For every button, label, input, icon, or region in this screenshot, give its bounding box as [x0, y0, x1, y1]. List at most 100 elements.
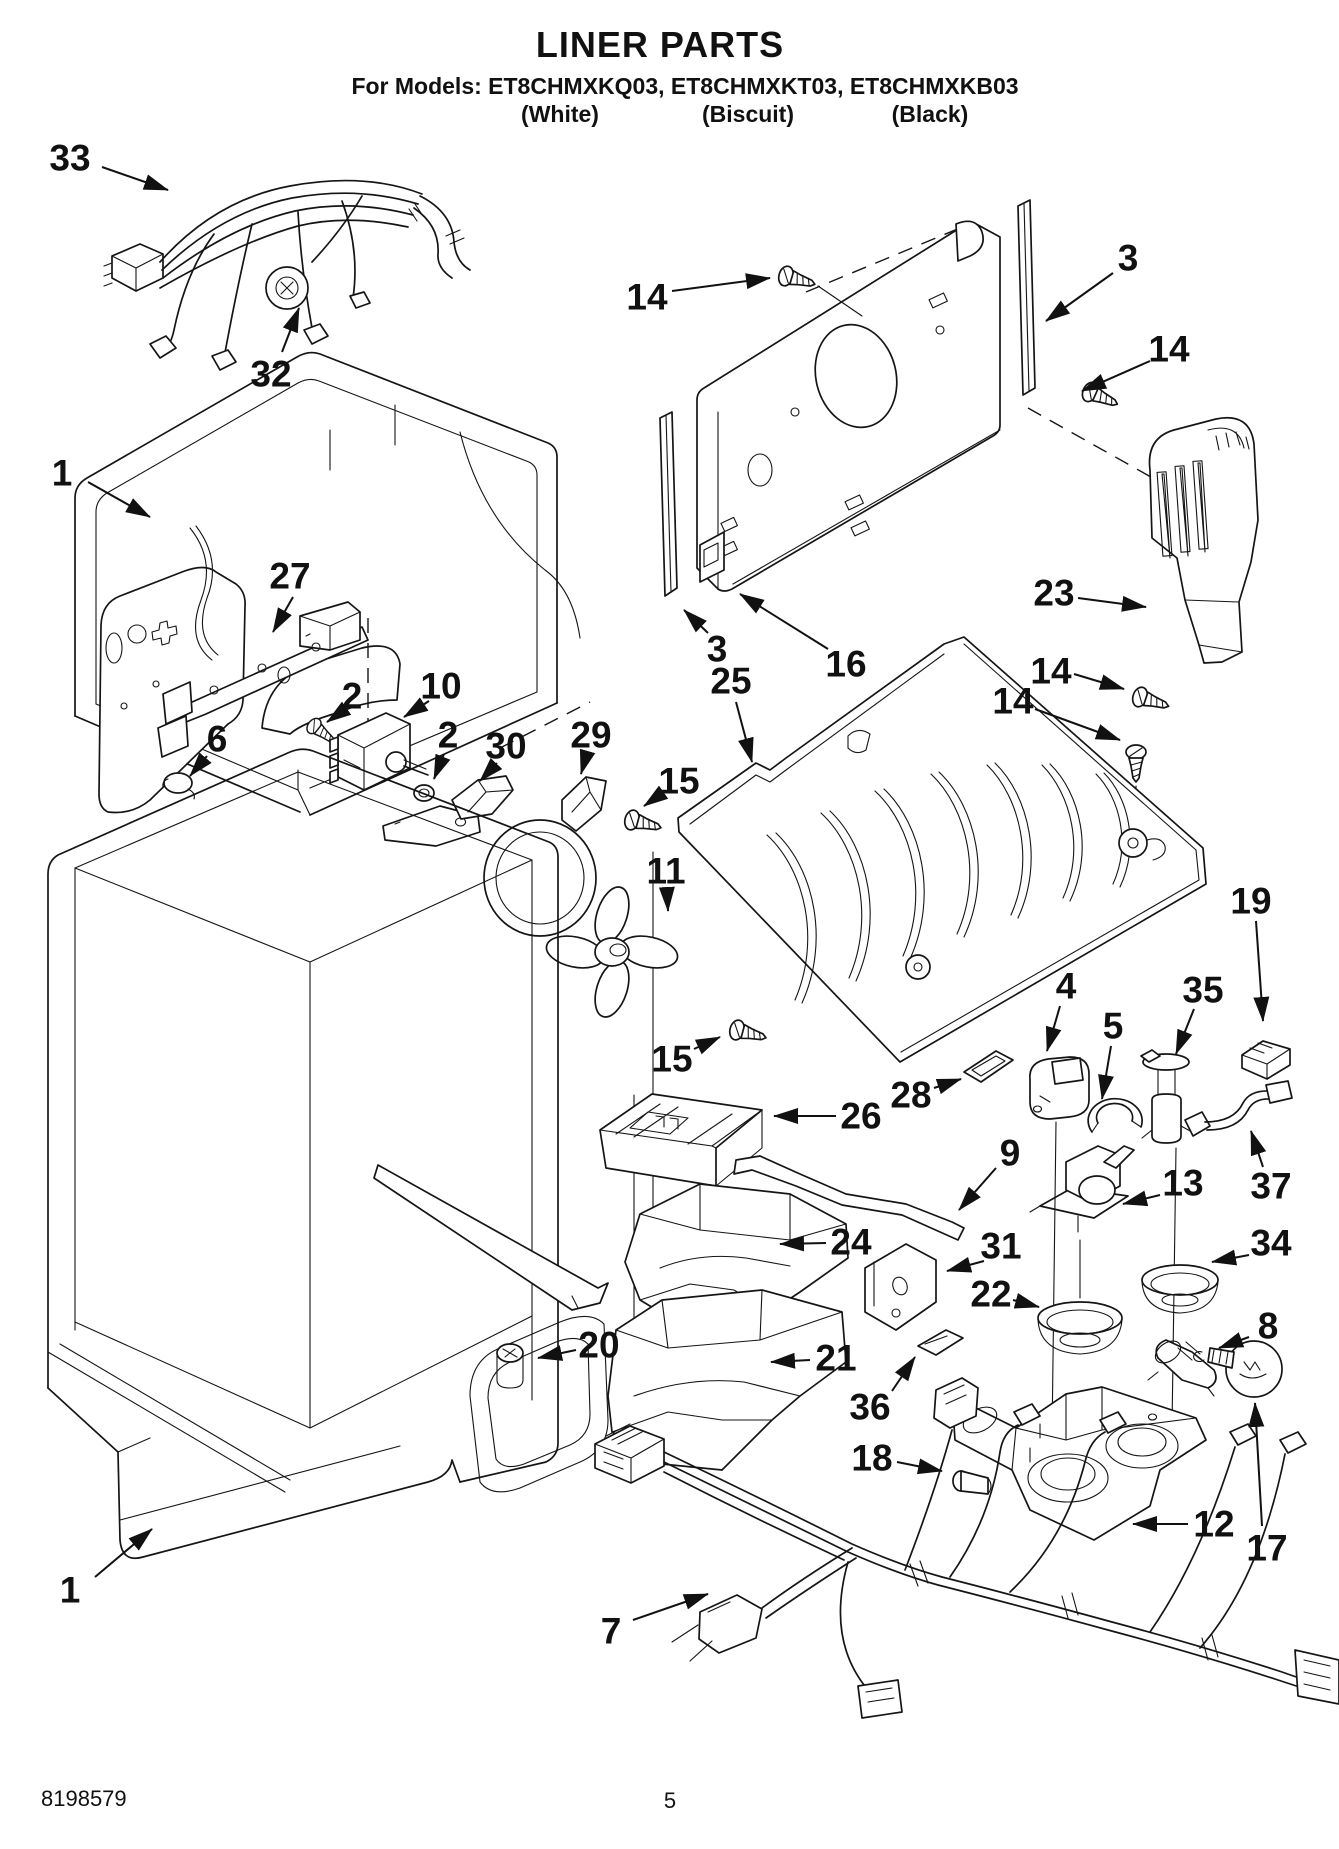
- callout-number: 16: [825, 644, 866, 685]
- callout-part-14-12: 14: [1081, 329, 1190, 392]
- callout-arrow: [693, 1036, 721, 1055]
- callout-arrow: [94, 1528, 153, 1578]
- refrigerator-liner-drawing: [47, 748, 609, 1560]
- models-line: For Models: ET8CHMXKQ03, ET8CHMXKT03, ET…: [351, 73, 1019, 99]
- callout-part-13-30: 13: [1122, 1163, 1204, 1207]
- callout-number: 20: [578, 1325, 619, 1366]
- callout-number: 28: [890, 1075, 931, 1116]
- callout-arrow: [632, 1593, 709, 1621]
- callout-arrow: [1250, 1130, 1267, 1168]
- page-title: LINER PARTS: [535, 24, 785, 65]
- page-number: 5: [663, 1788, 677, 1813]
- fan-blade-drawing: [545, 807, 770, 1049]
- callout-part-15-21: 15: [651, 1036, 721, 1080]
- callout-part-12-40: 12: [1132, 1504, 1235, 1545]
- callout-part-26-22: 26: [773, 1096, 882, 1137]
- callout-part-1-2: 1: [52, 453, 151, 518]
- callout-number: 1: [52, 453, 73, 494]
- callout-arrow: [1122, 1190, 1161, 1207]
- callout-arrow: [479, 758, 503, 782]
- callout-part-11-20: 11: [646, 851, 686, 912]
- callout-part-1-43: 1: [60, 1528, 153, 1611]
- callout-arrow: [779, 1235, 827, 1252]
- color-label-biscuit: (Biscuit): [702, 101, 794, 127]
- callout-arrow: [896, 1458, 943, 1475]
- divider-panel-drawing: [659, 199, 1184, 597]
- callout-number: 6: [207, 719, 228, 760]
- callout-part-33-0: 33: [49, 138, 169, 191]
- callout-number: 36: [849, 1387, 890, 1428]
- callout-part-32-1: 32: [250, 307, 300, 395]
- callout-arrow: [1034, 708, 1121, 741]
- callout-number: 18: [851, 1438, 892, 1479]
- callout-arrow: [1175, 1008, 1195, 1055]
- callout-part-22-34: 22: [970, 1274, 1040, 1315]
- thermostat-and-brackets-drawing: [157, 601, 607, 937]
- callout-part-21-35: 21: [770, 1338, 857, 1379]
- callout-arrow: [658, 886, 675, 912]
- callout-number: 3: [707, 629, 728, 670]
- callout-arrow: [1045, 272, 1114, 322]
- callout-arrow: [579, 748, 596, 775]
- callout-arrow: [1098, 1045, 1114, 1100]
- callout-number: 15: [658, 761, 699, 802]
- callout-number: 35: [1182, 970, 1223, 1011]
- callout-arrow: [739, 593, 829, 650]
- callout-arrow: [958, 1167, 997, 1211]
- callout-part-2-4: 2: [326, 676, 362, 723]
- callout-part-28-23: 28: [890, 1075, 962, 1116]
- callout-number: 1: [60, 1570, 81, 1611]
- callout-number: 8: [1258, 1306, 1279, 1347]
- callout-part-14-10: 14: [626, 273, 771, 318]
- callout-arrow: [189, 752, 212, 777]
- callout-part-36-37: 36: [849, 1356, 916, 1428]
- callout-number: 3: [1118, 238, 1139, 279]
- callout-arrow: [403, 697, 430, 718]
- callout-part-3-11: 3: [1045, 238, 1139, 322]
- foam-duct-drawing: [607, 1183, 849, 1471]
- callout-arrow: [281, 307, 300, 353]
- callout-part-8-36: 8: [1218, 1306, 1279, 1349]
- callout-arrow: [537, 1345, 577, 1361]
- callout-number: 26: [840, 1096, 881, 1137]
- callout-number: 14: [992, 681, 1034, 722]
- callout-part-24-31: 24: [779, 1222, 872, 1263]
- callout-part-14-15: 14: [992, 681, 1121, 741]
- callout-number: 15: [651, 1039, 692, 1080]
- callout-number: 10: [420, 666, 461, 707]
- callout-number: 30: [485, 726, 526, 767]
- callout-arrow: [1012, 1293, 1040, 1309]
- callout-arrow: [946, 1257, 985, 1273]
- callout-part-14-14: 14: [1030, 651, 1125, 692]
- callout-number: 19: [1230, 881, 1271, 922]
- callout-arrow: [1248, 1402, 1265, 1527]
- callout-arrow: [1218, 1332, 1250, 1349]
- air-duct-drawing: [1125, 417, 1259, 839]
- callout-number: 9: [1000, 1133, 1021, 1174]
- callout-part-9-29: 9: [958, 1133, 1021, 1211]
- callout-part-6-9: 6: [189, 719, 228, 777]
- callout-part-27-3: 27: [269, 556, 311, 633]
- callout-arrow: [1211, 1249, 1250, 1266]
- callout-number: 22: [970, 1274, 1011, 1315]
- callout-part-2-6: 2: [433, 715, 459, 780]
- callout-number: 27: [269, 556, 310, 597]
- callout-arrow: [1081, 360, 1151, 392]
- color-label-black: (Black): [891, 101, 969, 127]
- callout-number: 13: [1162, 1163, 1203, 1204]
- callout-part-29-8: 29: [570, 715, 612, 775]
- callout-part-35-26: 35: [1175, 970, 1224, 1055]
- callout-number: 12: [1193, 1504, 1234, 1545]
- callout-part-16-17: 16: [739, 593, 867, 685]
- callout-number: 2: [438, 715, 459, 756]
- callout-arrow: [1253, 920, 1270, 1022]
- color-label-white: (White): [521, 101, 599, 127]
- callout-number: 5: [1103, 1006, 1124, 1047]
- callout-arrow: [933, 1078, 962, 1095]
- callout-part-25-18: 25: [710, 661, 754, 763]
- callout-arrow: [671, 273, 771, 292]
- callout-part-19-27: 19: [1230, 881, 1272, 1022]
